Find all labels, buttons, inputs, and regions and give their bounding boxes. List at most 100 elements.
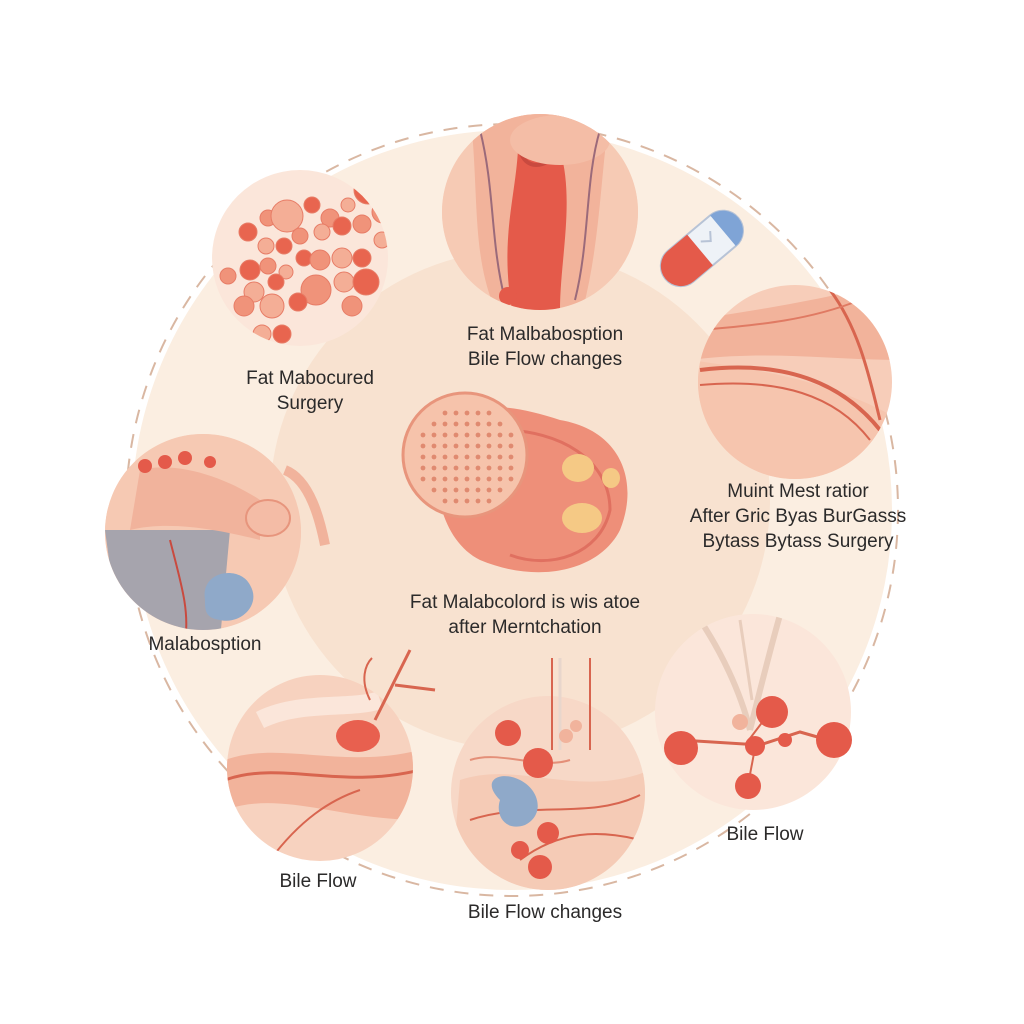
fat-droplet — [331, 247, 353, 269]
label-bottom-right: Bile Flow — [710, 822, 820, 847]
label-right-line2: After Gric Byas BurGasss — [689, 506, 907, 528]
mucosa-dot — [464, 498, 470, 504]
mucosa-dot — [486, 476, 492, 482]
mucosa-dot — [453, 498, 459, 504]
mucosa-dot — [453, 476, 459, 482]
fat-droplet — [295, 249, 313, 267]
mucosa-dot — [431, 476, 437, 482]
mucosa-dot — [508, 476, 514, 482]
mucosa-dot — [497, 487, 503, 493]
mucosa-dot — [453, 454, 459, 460]
mucosa-dot — [486, 454, 492, 460]
mucosa-dot — [431, 421, 437, 427]
capsule-pill-icon — [659, 209, 744, 288]
mucosa-dot — [464, 476, 470, 482]
mucosa-dot — [486, 498, 492, 504]
mucosa-dot — [497, 432, 503, 438]
fat-droplet — [219, 267, 237, 285]
fat-droplet — [233, 295, 255, 317]
fat-droplet — [300, 274, 332, 306]
mucosa-dot — [431, 432, 437, 438]
fat-droplet — [278, 264, 294, 280]
fat-droplet — [267, 273, 285, 291]
label-upper-left-line2: Surgery — [276, 393, 344, 415]
mucosa-dot — [475, 443, 481, 449]
fat-droplet — [332, 216, 352, 236]
mucosa-dot — [442, 421, 448, 427]
mucosa-dot — [442, 432, 448, 438]
fat-droplet — [272, 324, 292, 344]
label-left-line1: Malabosption — [148, 634, 262, 655]
fat-droplet — [352, 214, 372, 234]
fat-droplet — [259, 257, 277, 275]
stomach-cross-section-icon — [401, 391, 628, 573]
mucosa-dot — [475, 465, 481, 471]
mucosa-dot — [420, 476, 426, 482]
label-bottom-left-line1: Bile Flow — [279, 871, 357, 892]
mucosa-dot — [497, 443, 503, 449]
mucosa-dot — [508, 443, 514, 449]
mucosa-dot — [420, 443, 426, 449]
label-center: Fat Malabcolord is wis atoe after Merntc… — [390, 590, 660, 640]
mucosa-dot — [464, 443, 470, 449]
mucosa-dot — [453, 432, 459, 438]
fat-droplet — [313, 223, 331, 241]
mucosa-dot — [442, 465, 448, 471]
mucosa-dot — [464, 465, 470, 471]
mucosa-dot — [486, 421, 492, 427]
mucosa-dot — [497, 454, 503, 460]
lymph-node-chain-icon — [655, 614, 852, 810]
mucosa-dot — [453, 410, 459, 416]
esophagus-stomach-section-icon — [442, 114, 638, 310]
mucosa-dot — [486, 465, 492, 471]
mucosa-dot — [442, 476, 448, 482]
mucosa-dot — [431, 465, 437, 471]
mucosa-dot — [486, 410, 492, 416]
fat-droplet — [341, 295, 363, 317]
intestinal-villi-icon — [451, 658, 645, 890]
fat-droplet — [288, 292, 308, 312]
mucosa-dot — [464, 487, 470, 493]
mucosa-dot — [486, 487, 492, 493]
fat-droplet — [333, 271, 355, 293]
mucosa-dot — [464, 454, 470, 460]
fat-droplet — [291, 227, 309, 245]
label-bottom-center: Bile Flow changes — [440, 900, 650, 925]
label-right: Muint Mest ratior After Gric Byas BurGas… — [680, 479, 916, 554]
label-top: Fat Malbabosption Bile Flow changes — [440, 322, 650, 372]
mucosa-dot — [431, 443, 437, 449]
bile-duct-vessel-icon — [227, 649, 436, 861]
mucosa-dot — [497, 421, 503, 427]
mucosa-dot — [508, 465, 514, 471]
mucosa-dot — [475, 410, 481, 416]
mucosa-dot — [442, 454, 448, 460]
label-right-line3: Bytass Bytass Surgery — [702, 531, 894, 553]
label-center-line2: after Merntchation — [448, 617, 602, 639]
mucosa-dot — [475, 421, 481, 427]
mucosa-dot — [475, 476, 481, 482]
label-right-line1: Muint Mest ratior — [727, 481, 869, 502]
mucosa-dot — [442, 487, 448, 493]
label-center-line1: Fat Malabcolord is wis atoe — [409, 592, 641, 613]
mucosa-dot — [475, 454, 481, 460]
mucosa-dot — [464, 410, 470, 416]
fat-droplet — [275, 237, 293, 255]
label-bottom-left: Bile Flow — [258, 869, 378, 894]
mucosa-dot — [486, 443, 492, 449]
mucosa-dot — [453, 465, 459, 471]
mucosa-dot — [475, 487, 481, 493]
mucosa-dot — [497, 465, 503, 471]
label-upper-left: Fat Mabocured Surgery — [220, 366, 400, 416]
label-bottom-center-line1: Bile Flow changes — [467, 902, 623, 923]
fat-droplet — [352, 268, 380, 296]
fat-droplet — [303, 196, 321, 214]
fat-droplet — [309, 249, 331, 271]
fat-droplet — [340, 197, 356, 213]
fat-droplet — [259, 293, 285, 319]
mucosa-dot — [508, 454, 514, 460]
label-bottom-right-line1: Bile Flow — [726, 824, 804, 845]
mucosa-dot — [431, 487, 437, 493]
mucosa-dot — [442, 443, 448, 449]
mucosa-dot — [442, 498, 448, 504]
label-top-line2: Bile Flow changes — [467, 349, 623, 371]
